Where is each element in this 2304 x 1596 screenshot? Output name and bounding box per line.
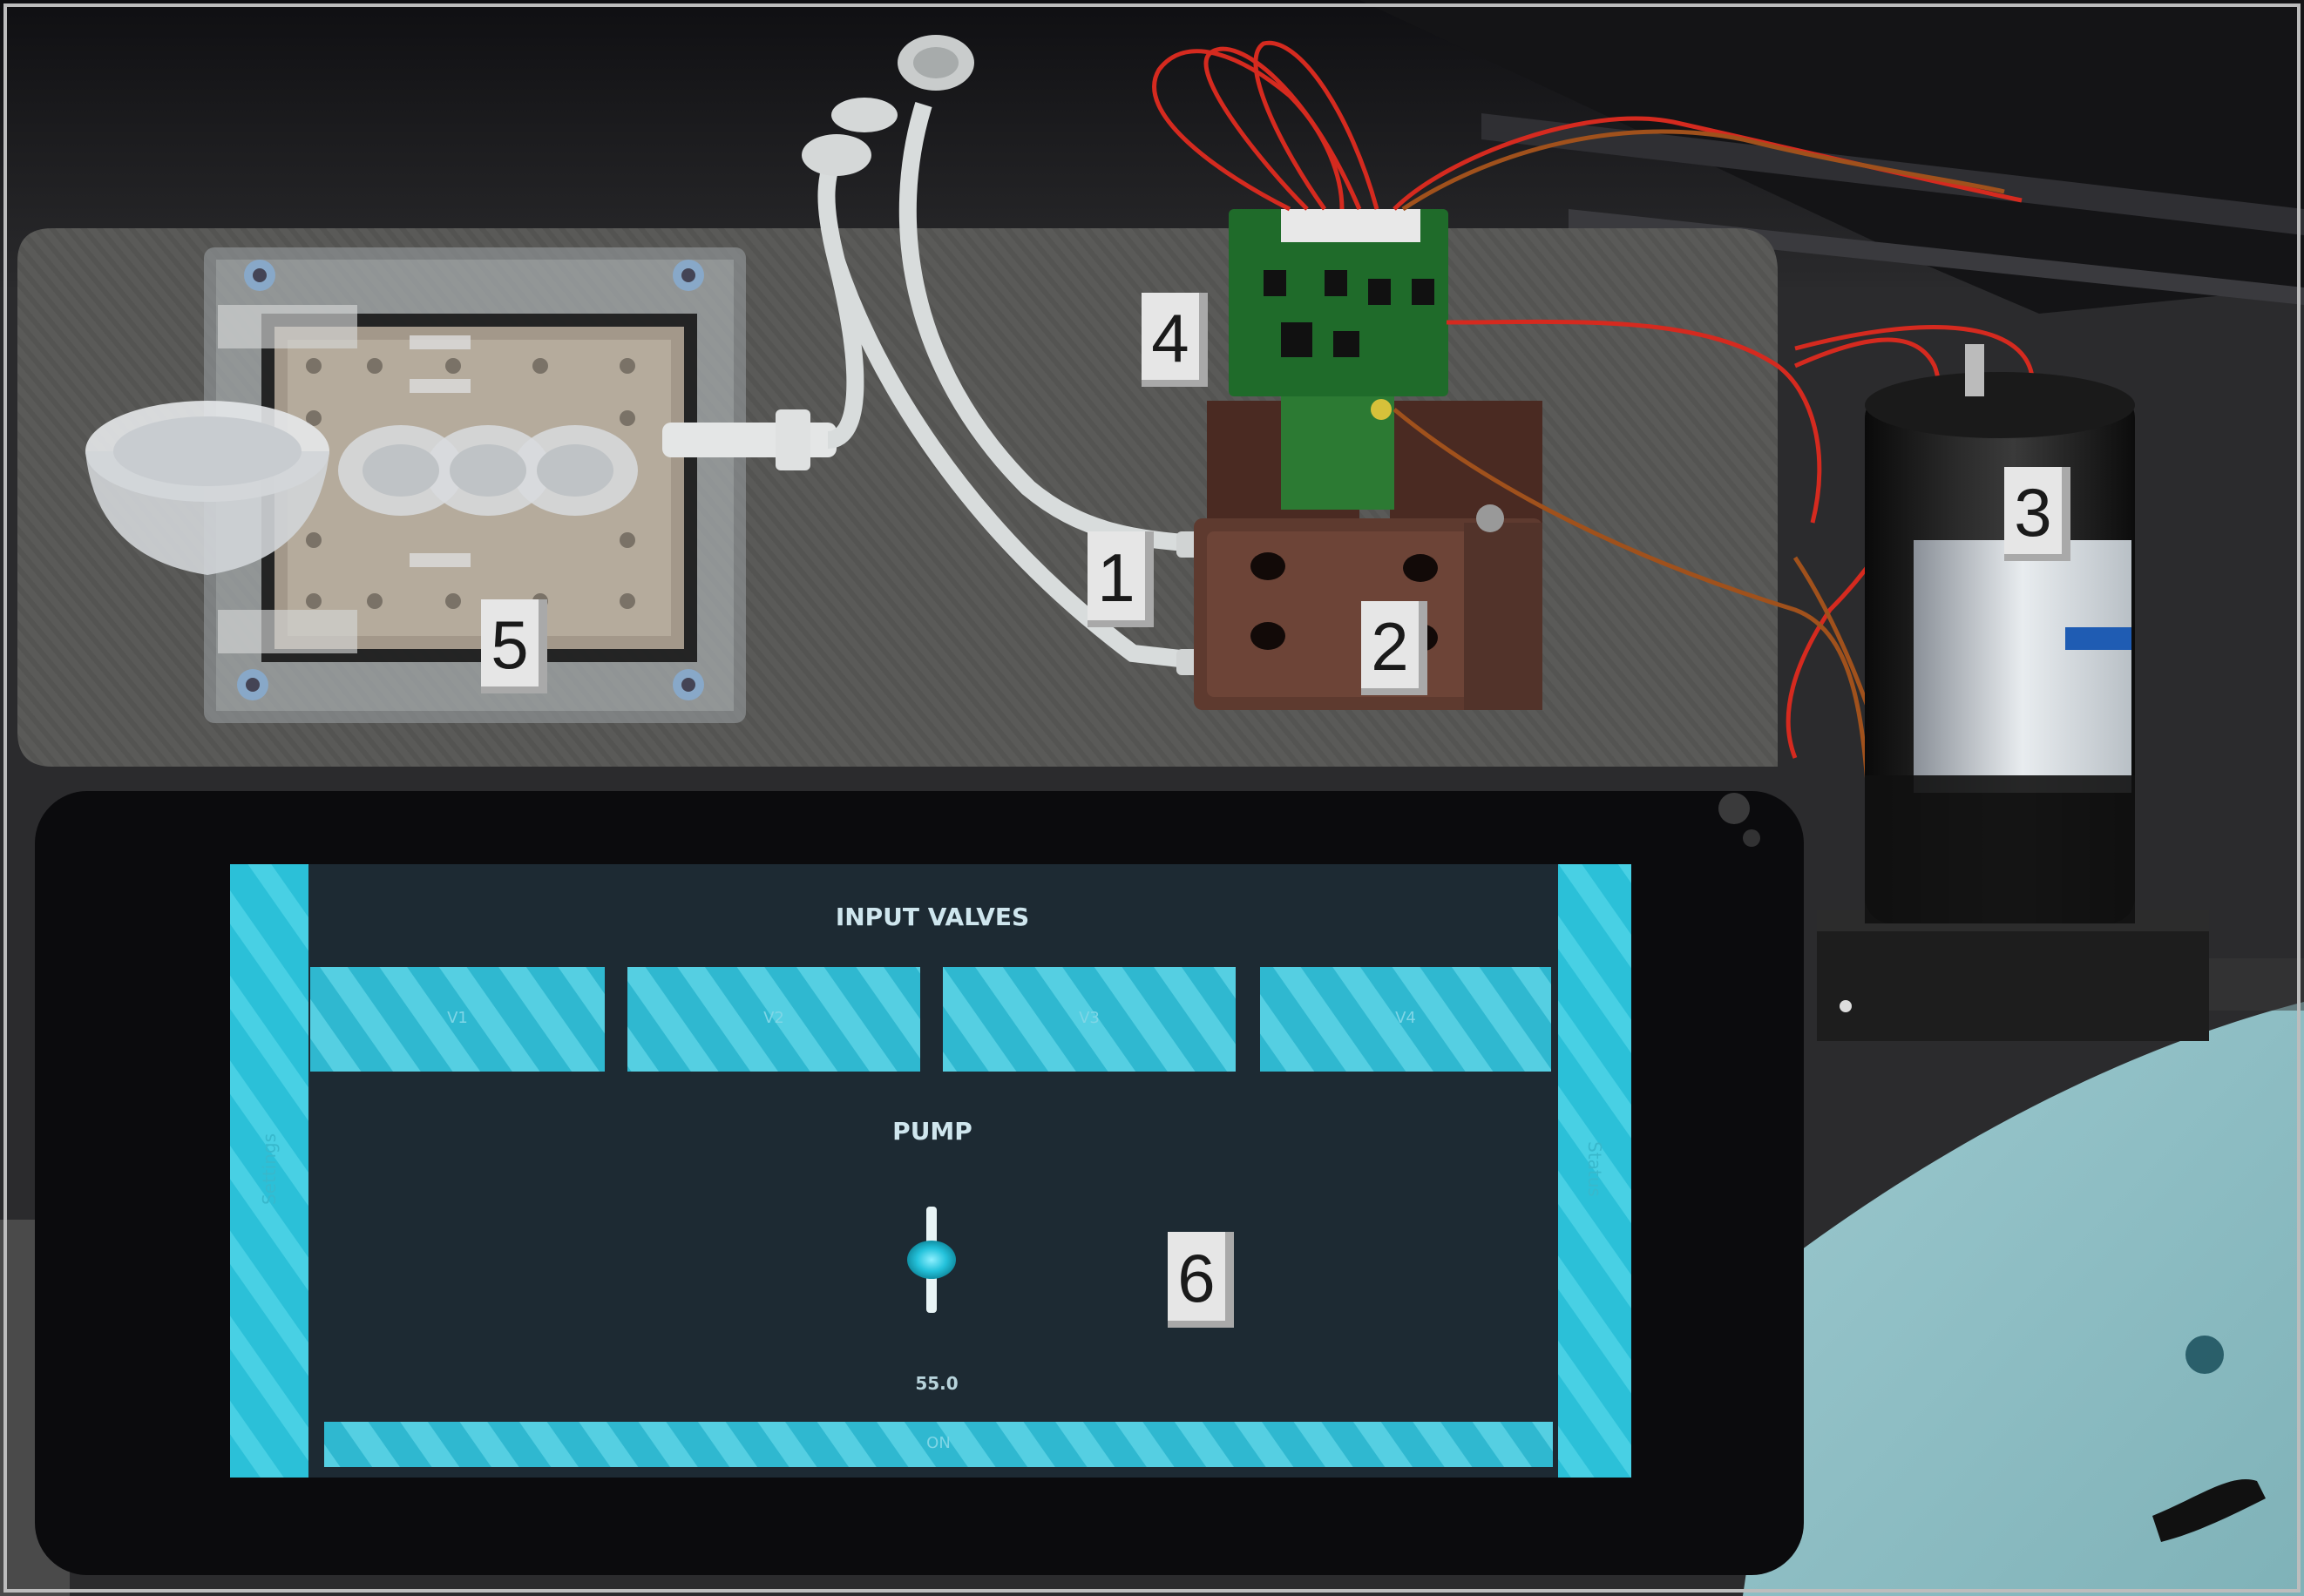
pump-slider[interactable] [898,1202,967,1315]
left-sidebar-button[interactable]: Settings [259,1133,280,1206]
valve-button-v1[interactable]: V1 [447,1009,468,1027]
callout-4: 4 [1142,293,1208,387]
callout-5: 5 [481,599,547,693]
valve-button-v3[interactable]: V3 [1079,1009,1100,1027]
input-valves-heading: INPUT VALVES [835,903,1030,931]
valve-buttons-shapes [310,967,1551,1072]
on-button[interactable]: ON [926,1434,951,1452]
callout-2: 2 [1361,601,1427,695]
valve-button-v2[interactable]: V2 [763,1009,784,1027]
callout-1: 1 [1088,531,1154,627]
callout-6: 6 [1168,1232,1234,1328]
pump-value: 55.0 [915,1373,959,1394]
right-sidebar-button[interactable]: Status [1584,1141,1605,1197]
callout-3: 3 [2004,467,2070,561]
pump-heading: PUMP [892,1117,972,1146]
valve-button-v4[interactable]: V4 [1395,1009,1416,1027]
